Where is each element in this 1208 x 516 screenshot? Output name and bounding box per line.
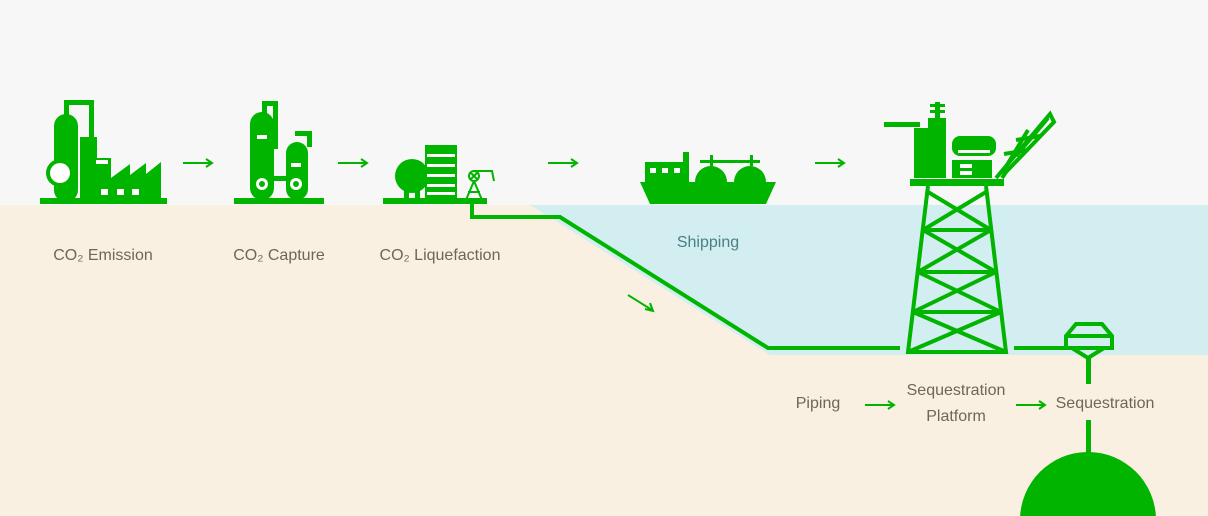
arrow-piping-to-platform — [865, 400, 896, 410]
label-sequestration-platform: Sequestration Platform — [907, 378, 1006, 430]
sky-background — [0, 0, 1208, 205]
tanker-ship-icon — [640, 152, 776, 204]
label-platform-line2: Platform — [926, 408, 986, 425]
offshore-platform-icon — [884, 102, 1057, 354]
label-piping: Piping — [795, 395, 841, 412]
arrow-platform-to-sequestration — [1016, 400, 1047, 410]
capture-plant-icon — [234, 101, 324, 204]
label-co2-emission: CO₂ Emission — [53, 247, 153, 264]
label-co2-liquefaction: CO₂ Liquefaction — [379, 247, 501, 264]
liquefaction-plant-icon — [383, 145, 495, 204]
arrow-liquefaction-to-shipping — [548, 158, 579, 168]
arrow-emission-to-capture — [183, 158, 214, 168]
label-shipping: Shipping — [676, 234, 740, 251]
arrow-pipeline-direction — [627, 294, 655, 313]
label-co2-capture: CO₂ Capture — [233, 247, 325, 264]
label-platform-line1: Sequestration — [906, 382, 1006, 399]
label-sequestration: Sequestration — [1055, 395, 1155, 412]
sea-area — [530, 205, 1208, 355]
wellhead-icon — [1064, 322, 1114, 480]
reservoir-icon — [1020, 452, 1156, 516]
pipeline — [470, 200, 900, 350]
arrow-capture-to-liquefaction — [338, 158, 369, 168]
factory-icon — [40, 100, 167, 204]
arrow-shipping-to-platform — [815, 158, 846, 168]
